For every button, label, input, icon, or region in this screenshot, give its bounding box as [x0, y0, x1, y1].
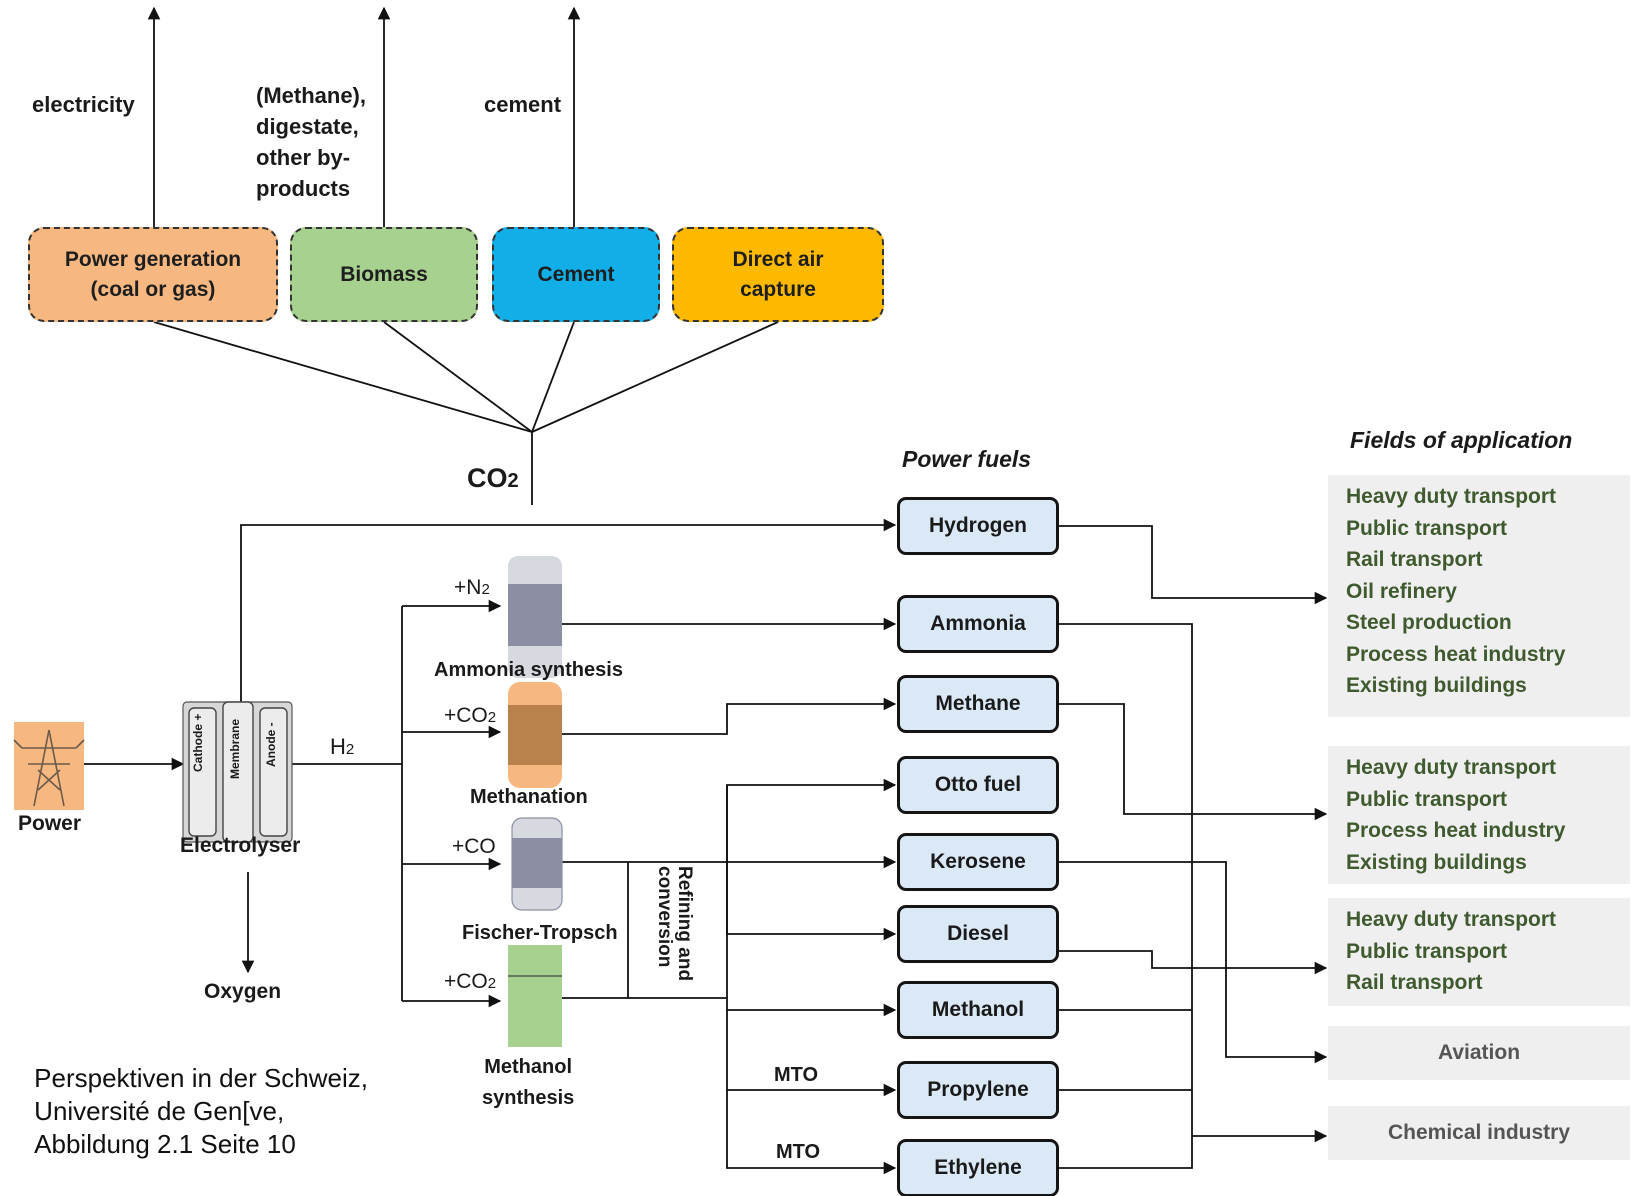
- application-item: Heavy duty transport: [1346, 485, 1557, 508]
- application-aviation: Aviation: [1328, 1026, 1630, 1080]
- electrolyser-icon: [182, 701, 293, 843]
- methanation-input-label: +CO2: [444, 704, 497, 727]
- application-item: Public transport: [1346, 787, 1508, 811]
- methanol-input-label: +CO2: [444, 970, 497, 993]
- ammonia-input-label: +N2: [454, 576, 490, 599]
- power-fuels-title: Power fuels: [902, 446, 1032, 472]
- application-group-3: Heavy duty transport Public transport Ra…: [1328, 898, 1630, 1006]
- h2-label: H2: [330, 734, 355, 759]
- application-item: Rail transport: [1346, 548, 1483, 571]
- biomass-byproducts-label: (Methane), digestate, other by- products: [256, 83, 366, 201]
- source-biomass: Biomass: [290, 227, 478, 322]
- cement-output-label: cement: [484, 92, 562, 117]
- mto-label-ethylene: MTO: [776, 1141, 821, 1163]
- refining-conversion-label: Refining and conversion: [654, 866, 695, 982]
- application-item: Process heat industry: [1346, 642, 1566, 666]
- methanol-reactor-icon: [508, 945, 562, 1047]
- source-direct-air-capture: Direct air capture: [672, 227, 884, 322]
- application-item: Heavy duty transport: [1346, 756, 1557, 779]
- mto-label-propylene: MTO: [774, 1064, 819, 1086]
- source-caption: Perspektiven in der Schweiz, Université …: [0, 1062, 560, 1190]
- fischer-tropsch-input-label: +CO: [452, 835, 496, 858]
- application-item: Heavy duty transport: [1346, 908, 1557, 931]
- source-cement: Cement: [492, 227, 660, 322]
- source-caption-text: Perspektiven in der Schweiz, Université …: [34, 1063, 368, 1159]
- fuel-hydrogen: Hydrogen: [897, 497, 1059, 555]
- power-pylon-icon: [13, 722, 85, 810]
- source-power-generation: Power generation (coal or gas): [28, 227, 278, 322]
- fields-title: Fields of application: [1350, 427, 1573, 453]
- application-group-2: Heavy duty transport Public transport Pr…: [1328, 746, 1630, 884]
- fuel-methanol: Methanol: [897, 981, 1059, 1039]
- electricity-label: electricity: [32, 92, 135, 117]
- fuel-ethylene: Ethylene: [897, 1139, 1059, 1196]
- anode-label: Anode -: [264, 722, 278, 767]
- fuel-propylene: Propylene: [897, 1061, 1059, 1119]
- application-chemical-industry: Chemical industry: [1328, 1106, 1630, 1160]
- application-item: Public transport: [1346, 516, 1508, 540]
- methanation-reactor-icon: [508, 682, 562, 788]
- fischer-tropsch-label: Fischer-Tropsch: [462, 922, 618, 944]
- application-item: Process heat industry: [1346, 819, 1566, 842]
- co2-label: CO2: [467, 463, 519, 493]
- application-item: Oil refinery: [1346, 579, 1457, 603]
- application-group-1: Heavy duty transport Public transport Ra…: [1328, 475, 1630, 717]
- membrane-label: Membrane: [228, 718, 242, 779]
- application-item: Steel production: [1346, 611, 1512, 634]
- fuel-diesel: Diesel: [897, 905, 1059, 963]
- fuel-methane: Methane: [897, 675, 1059, 733]
- oxygen-label: Oxygen: [204, 980, 282, 1003]
- methanol-synthesis-label: Methanol synthesis: [482, 1056, 575, 1109]
- fischer-tropsch-reactor-icon: [511, 817, 563, 911]
- application-item: Existing buildings: [1346, 674, 1527, 697]
- application-item: Rail transport: [1346, 971, 1483, 994]
- cathode-label: Cathode +: [191, 713, 205, 772]
- methanation-label: Methanation: [470, 786, 588, 808]
- fuel-ammonia: Ammonia: [897, 595, 1059, 653]
- application-item: Public transport: [1346, 939, 1508, 963]
- ammonia-reactor-icon: [508, 556, 562, 678]
- fuel-kerosene: Kerosene: [897, 833, 1059, 891]
- power-label: Power: [18, 812, 82, 835]
- electrolyser-label: Electrolyser: [180, 834, 301, 857]
- fuel-otto: Otto fuel: [897, 756, 1059, 814]
- application-item: Existing buildings: [1346, 850, 1527, 874]
- ammonia-synthesis-label: Ammonia synthesis: [434, 659, 623, 681]
